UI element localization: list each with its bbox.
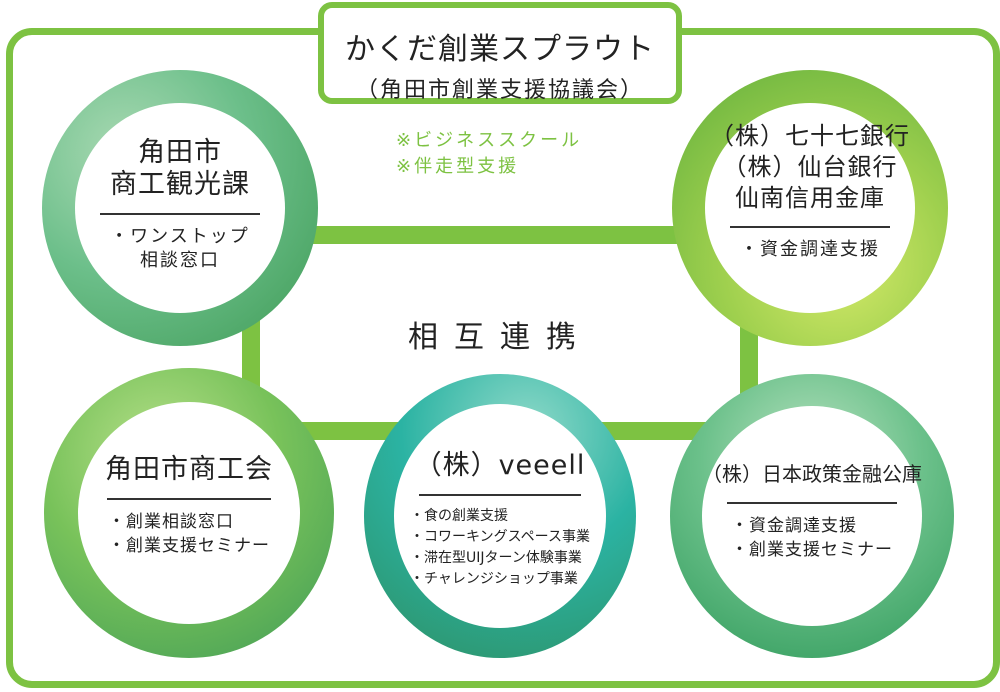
divider [727,502,897,504]
list-item: ワンストップ [75,225,285,249]
node-veeell: （株）veeell 食の創業支援 コワーキングスペース事業 滞在型UIJターン体… [364,374,636,658]
node-jfc-items: 資金調達支援 創業支援セミナー [731,514,893,562]
node-city-tourism-body: 角田市 商工観光課 ワンストップ 相談窓口 [75,103,285,313]
node-veeell-body: （株）veeell 食の創業支援 コワーキングスペース事業 滞在型UIJターン体… [394,404,606,628]
list-item: 食の創業支援 [410,506,590,527]
title-sub: （角田市創業支援協議会） [355,78,644,103]
node-chamber-name: 角田市商工会 [105,454,273,485]
divider [100,213,260,215]
node-banks-name: （株）七十七銀行 （株）仙台銀行 仙南信用金庫 [710,122,910,212]
service-business-school: ※ビジネススクール [396,130,583,151]
node-chamber: 角田市商工会 創業相談窓口 創業支援セミナー [44,368,334,658]
node-banks-body: （株）七十七銀行 （株）仙台銀行 仙南信用金庫 資金調達支援 [705,103,915,313]
list-item: チャレンジショップ事業 [410,569,590,590]
list-item: 創業支援セミナー [108,534,270,558]
list-item: 滞在型UIJターン体験事業 [410,548,590,569]
list-item: 資金調達支援 [731,514,893,538]
node-city-tourism: 角田市 商工観光課 ワンストップ 相談窓口 [42,70,318,346]
list-item: 相談窓口 [140,250,220,271]
node-jfc: （株）日本政策金融公庫 資金調達支援 創業支援セミナー [670,374,954,658]
list-item: 資金調達支援 [705,238,915,262]
node-veeell-name: （株）veeell [414,450,586,481]
list-item: 創業相談窓口 [108,510,270,534]
node-city-tourism-items: ワンストップ 相談窓口 [75,225,285,273]
list-item: コワーキングスペース事業 [410,527,590,548]
node-veeell-items: 食の創業支援 コワーキングスペース事業 滞在型UIJターン体験事業 チャレンジシ… [410,506,590,590]
node-jfc-name: （株）日本政策金融公庫 [702,462,922,486]
divider [107,498,271,500]
mutual-cooperation-label: 相互連携 [408,320,592,355]
node-jfc-body: （株）日本政策金融公庫 資金調達支援 創業支援セミナー [702,406,922,626]
divider [419,494,581,496]
list-item: 創業支援セミナー [731,538,893,562]
service-accompany-support: ※伴走型支援 [396,156,520,177]
node-city-tourism-name: 角田市 商工観光課 [110,137,250,200]
divider [730,226,890,228]
node-banks-items: 資金調達支援 [705,238,915,262]
services-list: ※ビジネススクール ※伴走型支援 [396,128,582,180]
node-banks: （株）七十七銀行 （株）仙台銀行 仙南信用金庫 資金調達支援 [672,70,948,346]
title-main: かくだ創業スプラウト [345,32,655,67]
title-box: かくだ創業スプラウト （角田市創業支援協議会） [318,2,682,104]
node-chamber-items: 創業相談窓口 創業支援セミナー [108,510,270,558]
node-chamber-body: 角田市商工会 創業相談窓口 創業支援セミナー [78,402,300,624]
